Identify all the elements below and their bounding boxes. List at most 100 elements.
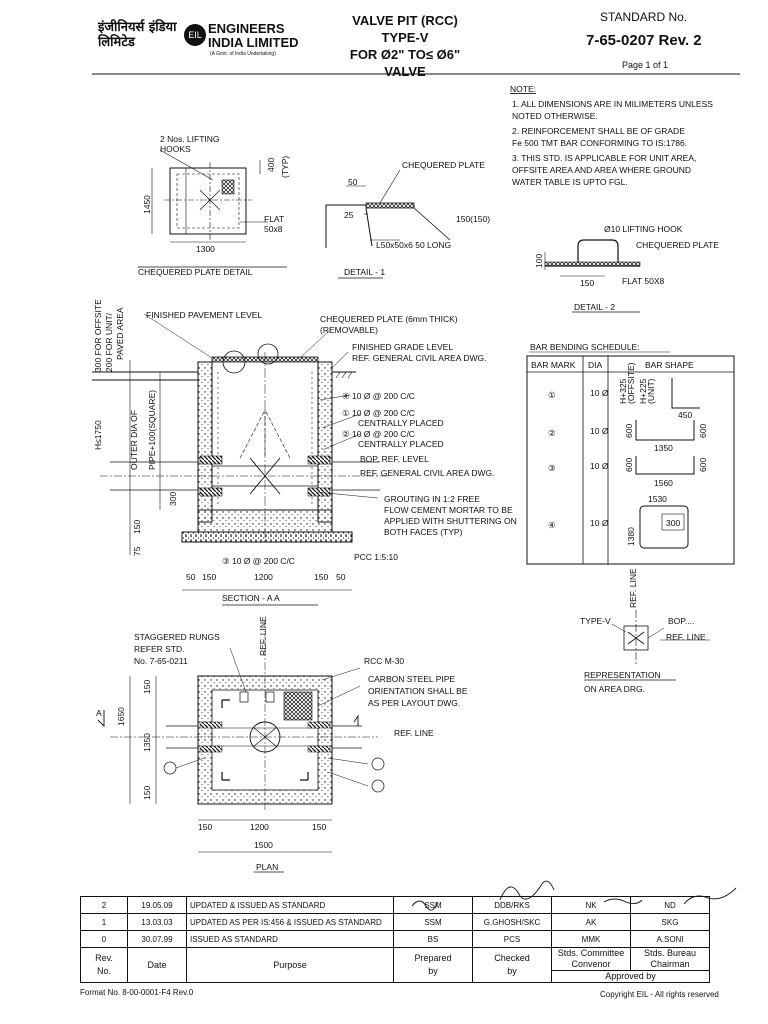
logo-hindi-text: इंजीनियर्स इंडिया लिमिटेड [98,20,177,50]
bbs-row1-dim1: H+325 [618,378,628,404]
copyright: Copyright EIL - All rights reserved [600,990,719,999]
outer-dia-line2: PIPE+100(SQUARE) [147,390,157,470]
staggered-rungs-3: No. 7-65-0211 [134,656,188,666]
rep-type-v: TYPE-V [580,616,611,626]
plan-dim-1350: 1350 [142,733,152,752]
representation-text: REF. LINE TYPE-V BOP.... REF. LINE REPRE… [580,568,706,694]
col-approved-roles: Stds. Committee Convenor Stds. Bureau Ch… [552,948,709,971]
rev-prepared: BS [393,930,473,948]
bbs-row1-dim5: 450 [678,410,692,420]
bar4-label: ④ 10 Ø @ 200 C/C [342,391,415,401]
title-line2: TYPE-V [381,30,429,45]
plan-dim-1500: 1500 [254,840,273,850]
bar1-label: ① 10 Ø @ 200 C/C [342,408,415,418]
dim-75: 75 [132,546,142,556]
pcc-label: PCC 1:5:10 [354,552,398,562]
staggered-rungs-2: REFER STD. [134,644,185,654]
plan-ref-line: REF. LINE [258,616,268,656]
bbs-row1-dim3: H+225 [638,378,648,404]
col-bureau-line1: Stds. Bureau [643,948,697,958]
col-stds-committee: Stds. Committee Convenor [552,948,631,970]
bar3-label: ③ 10 Ø @ 200 C/C [222,556,295,566]
bbs-row2-dim3: 600 [698,424,708,438]
representation-symbol [584,610,710,681]
detail-1-text: CHEQUERED PLATE 50 25 150(150) L50x50x6 … [344,160,490,277]
ref-civil2-label: REF. GENERAL CIVIL AREA DWG. [360,468,494,478]
bbs-row1-mark: ① [548,390,556,400]
note-line-2: NOTED OTHERWISE. [512,111,598,121]
col-stds-bureau: Stds. Bureau Chairman [631,948,709,970]
rev-convenor: AK [551,913,631,931]
section-removable: (REMOVABLE) [320,325,378,335]
typ-label: (TYP) [280,156,290,178]
rev-chairman: SKG [630,913,710,931]
bbs-row1-dia: 10 Ø [590,388,609,398]
note-line-7: WATER TABLE IS UPTO FGL. [512,177,628,187]
finished-grade-label: FINISHED GRADE LEVEL [352,342,453,352]
detail1-dim-50: 50 [348,177,358,187]
plan-dim-150a: 150 [142,680,152,694]
plan-cs-pipe: CARBON STEEL PIPE [368,674,455,684]
bar2b-label: CENTRALLY PLACED [358,439,444,449]
offsite-line3: PAVED AREA [115,307,125,360]
lifting-hooks-label: 2 Nos. LIFTING [160,134,220,144]
detail2-dim-150: 150 [580,278,594,288]
detail-2 [544,239,641,313]
plan-text: STAGGERED RUNGS REFER STD. No. 7-65-0211… [96,616,468,872]
plan-rcc: RCC M-30 [364,656,404,666]
col-stds-line1: Stds. Committee [557,948,625,958]
detail-1 [325,169,451,279]
flat-label: FLAT [264,214,284,224]
bar2-label: ② 10 Ø @ 200 C/C [342,429,415,439]
dim-400: 400 [266,158,276,172]
hooks-label: HOOKS [160,144,191,154]
dim-300: 300 [168,492,178,506]
plan-dim-h150b: 150 [312,822,326,832]
note-line-1: 1. ALL DIMENSIONS ARE IN MILIMETERS UNLE… [512,99,713,109]
title-line1: VALVE PIT (RCC) [352,13,458,28]
bbs-header-shape: BAR SHAPE [645,360,694,370]
rev-chairman: A.SONI [630,930,710,948]
bbs-row2-mark: ② [548,428,556,438]
section-title: SECTION - A A [222,593,280,603]
plan-a-marker: A [96,708,102,718]
bar-schedule-text: BAR BENDING SCHEDULE: BAR MARK DIA BAR S… [530,342,708,546]
detail2-lifting-hook: Ø10 LIFTING HOOK [604,224,683,234]
h-label: H≤1750 [93,420,103,450]
plan-orient-2: AS PER LAYOUT DWG. [368,698,460,708]
ref-civil-label: REF. GENERAL CIVIL AREA DWG. [352,353,486,363]
dim-150-v: 150 [132,520,142,534]
col-checked-line2: by [507,966,517,976]
offsite-line1: 300 FOR OFFSITE [93,299,103,372]
col-checked-line1: Checked [494,953,530,963]
rev-checked: PCS [472,930,552,948]
chequered-plate-detail-text: 2 Nos. LIFTING HOOKS 400 (TYP) 1450 1300… [138,134,290,277]
logo-english-line1: ENGINEERS [208,21,285,36]
logo-english-line2: INDIA LIMITED [208,35,299,50]
col-date: Date [127,947,187,983]
standard-label: STANDARD No. [600,10,688,24]
standard-number: 7-65-0207 Rev. 2 [586,32,702,49]
detail1-chequered-plate: CHEQUERED PLATE [402,160,485,170]
revision-table: 2 19.05.09 UPDATED & ISSUED AS STANDARD … [80,896,710,983]
grout4-label: BOTH FACES (TYP) [384,527,463,537]
revision-row: 2 19.05.09 UPDATED & ISSUED AS STANDARD … [80,896,710,914]
detail-2-text: Ø10 LIFTING HOOK CHEQUERED PLATE 100 150… [534,224,719,312]
outer-dia-line1: OUTER DIA OF [129,410,139,470]
bbs-row3-dim1: 600 [624,458,634,472]
bar-schedule-table [526,351,735,565]
detail1-dim-150: 150(150) [456,214,490,224]
title-line3: FOR Ø2" TO≤ Ø6" VALVE [349,47,461,79]
plan-ref-line2: REF. LINE [394,728,434,738]
revision-row: 0 30.07.99 ISSUED AS STANDARD BS PCS MMK… [80,930,710,948]
rev-prepared: SSM [393,913,473,931]
plan-title: PLAN [256,862,278,872]
rev-date: 13.03.03 [127,913,187,931]
notes-heading: NOTE: [510,84,536,94]
chequered-plate-detail [138,149,287,268]
col-stds-line2: Convenor [571,959,611,969]
rev-chairman: ND [630,896,710,914]
logo-english: ENGINEERS INDIA LIMITED [208,22,299,50]
staggered-rungs-1: STAGGERED RUNGS [134,632,220,642]
revision-header-row: Rev. No. Date Purpose Prepared by Checke… [80,947,710,983]
